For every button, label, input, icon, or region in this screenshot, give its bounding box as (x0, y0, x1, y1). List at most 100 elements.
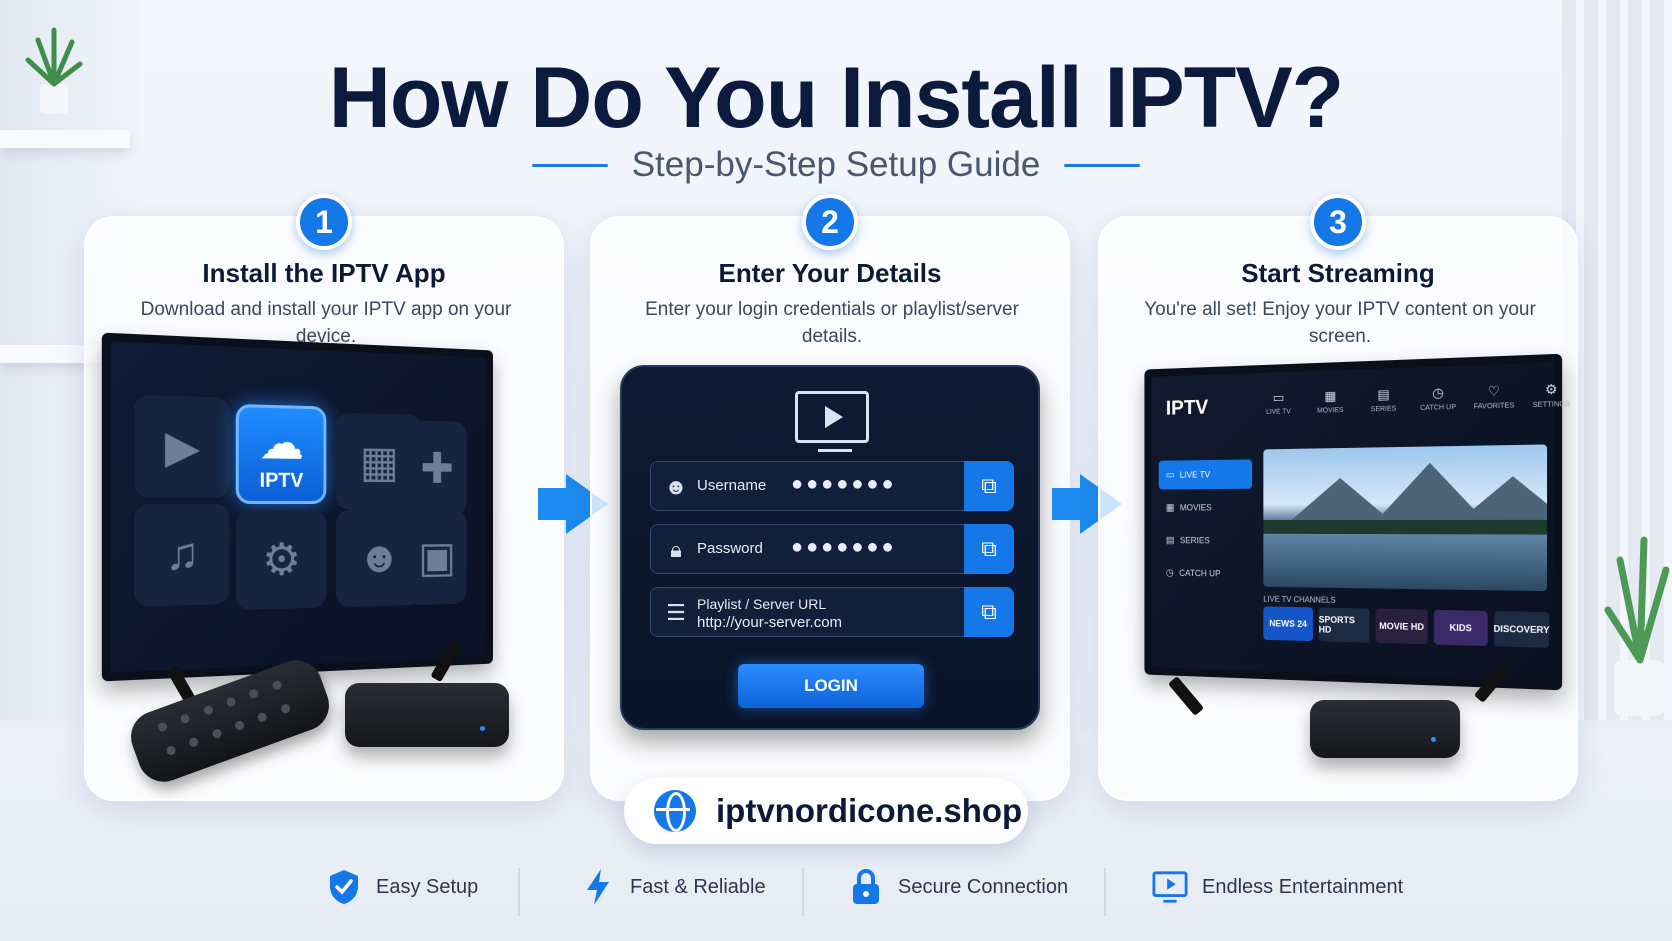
user-icon: ☻ (664, 474, 688, 499)
feature-label: Fast & Reliable (630, 875, 766, 898)
streaming-box (345, 683, 509, 747)
login-button[interactable]: LOGIN (738, 664, 924, 708)
step-description: Download and install your IPTV app on yo… (140, 299, 512, 347)
website-url: iptvnordicone.shop (716, 792, 1023, 829)
tv-streaming-screen: IPTV ▭LIVE TV ▦MOVIES ▤SERIES ◷CATCH UP … (1144, 353, 1570, 691)
step-description: Enter your login credentials or playlist… (645, 299, 1019, 347)
film-icon: ▦ (1324, 388, 1337, 404)
step-number-badge: 1 (296, 194, 352, 250)
apps-grid-icon: ▣ (407, 509, 467, 606)
step-heading: Install the IPTV App (202, 258, 446, 288)
lock-icon (848, 868, 884, 906)
password-label: Password (697, 540, 763, 557)
channel-tile[interactable]: NEWS 24 (1263, 606, 1313, 642)
feature-secure-connection: Secure Connection (848, 868, 1068, 906)
copy-icon[interactable]: ⧉ (964, 587, 1014, 637)
feature-endless-entertainment: Endless Entertainment (1152, 868, 1403, 906)
login-panel: ☻ Username ●●●●●●● ⧉ 🔒︎ Password ●●●●●●●… (620, 365, 1040, 730)
copy-icon[interactable]: ⧉ (964, 524, 1014, 574)
feature-easy-setup: Easy Setup (326, 868, 478, 906)
globe-icon (654, 790, 696, 832)
clock-icon: ◷ (1432, 384, 1444, 401)
background-shelf (0, 130, 130, 148)
channel-tile[interactable]: KIDS (1433, 609, 1488, 647)
nav-item-series[interactable]: ▤SERIES (1370, 386, 1397, 414)
music-icon: ♫ (134, 503, 230, 607)
series-icon: ▤ (1165, 534, 1175, 546)
username-label: Username (697, 477, 767, 494)
film-icon: ▦ (1165, 502, 1175, 513)
step-number-badge: 2 (802, 194, 858, 250)
iptv-logo: IPTV (1165, 396, 1209, 420)
channels-label: LIVE TV CHANNELS (1263, 594, 1336, 605)
playlist-url-label: Playlist / Server URL (697, 596, 827, 612)
heart-icon: ♡ (1487, 383, 1501, 399)
plant-icon (25, 27, 83, 114)
side-item-catch-up[interactable]: ◷CATCH UP (1165, 567, 1221, 579)
feature-label: Easy Setup (376, 875, 479, 898)
username-field[interactable]: ☻ Username ●●●●●●● ⧉ (650, 461, 1014, 511)
playlist-url-value: http://your-server.com (697, 614, 843, 631)
clock-icon: ◷ (1165, 567, 1174, 579)
step-number-badge: 3 (1310, 194, 1366, 250)
settings-gear-icon: ⚙ (235, 509, 327, 611)
series-icon: ▤ (1377, 386, 1390, 403)
playlist-url-field[interactable]: ☰ Playlist / Server URL http://your-serv… (650, 587, 1014, 637)
subtitle-divider (531, 163, 608, 167)
background-curtain-right (1562, 0, 1672, 720)
feature-fast-reliable: Fast & Reliable (580, 868, 766, 906)
gamepad-icon: ✚ (407, 420, 467, 516)
nav-item-favorites[interactable]: ♡FAVORITES (1473, 383, 1515, 411)
username-value: ●●●●●●● (791, 473, 897, 495)
side-item-series[interactable]: ▤SERIES (1165, 534, 1210, 546)
monitor-play-icon (1152, 868, 1188, 906)
side-item-live-tv[interactable]: ▭LIVE TV (1158, 459, 1253, 490)
side-navigation: ▭LIVE TV ▦MOVIES ▤SERIES ◷CATCH UP (1158, 459, 1253, 592)
lightning-icon (580, 868, 616, 906)
gear-icon: ⚙ (1545, 381, 1558, 398)
play-icon: ▶ (134, 394, 230, 498)
password-value: ●●●●●●● (791, 536, 897, 558)
feature-divider (1104, 868, 1106, 916)
channel-tile[interactable]: SPORTS HD (1318, 607, 1370, 643)
iptv-app-tile[interactable]: ☁ IPTV (235, 403, 327, 505)
tv-screen: IPTV ▭LIVE TV ▦MOVIES ▤SERIES ◷CATCH UP … (1151, 362, 1570, 682)
feature-divider (518, 868, 520, 916)
streaming-box (1310, 700, 1460, 758)
nav-item-live-tv[interactable]: ▭LIVE TV (1266, 389, 1291, 416)
lock-icon: 🔒︎ (670, 537, 682, 562)
nav-item-movies[interactable]: ▦MOVIES (1317, 388, 1344, 415)
channel-list: NEWS 24 SPORTS HD MOVIE HD KIDS DISCOVER… (1263, 606, 1550, 648)
website-pill[interactable]: iptvnordicone.shop (624, 778, 1028, 844)
feature-label: Endless Entertainment (1202, 875, 1404, 898)
page-subtitle: Step-by-Step Setup Guide (631, 145, 1041, 184)
cloud-download-icon: ☁ (258, 415, 305, 469)
step-description: You're all set! Enjoy your IPTV content … (1144, 299, 1536, 347)
subtitle-row: Step-by-Step Setup Guide (0, 145, 1672, 185)
tv-icon: ▭ (1165, 469, 1175, 481)
monitor-play-icon (795, 391, 869, 452)
featured-landscape-image[interactable] (1263, 444, 1548, 592)
step-heading: Start Streaming (1241, 258, 1435, 288)
channel-tile[interactable]: MOVIE HD (1375, 608, 1428, 645)
step-heading: Enter Your Details (718, 258, 942, 288)
tv-screen: ▶ ☁ IPTV ▦ ✚ ♫ ⚙ ☻ ▣ (110, 341, 487, 673)
plant-icon (1604, 536, 1670, 716)
top-navigation: ▭LIVE TV ▦MOVIES ▤SERIES ◷CATCH UP ♡FAVO… (1260, 381, 1573, 416)
iptv-app-label: IPTV (259, 468, 304, 492)
copy-icon[interactable]: ⧉ (964, 461, 1014, 511)
feature-divider (802, 868, 804, 916)
shield-check-icon (326, 868, 362, 906)
page-title: How Do You Install IPTV? (328, 50, 1344, 146)
nav-item-catch-up[interactable]: ◷CATCH UP (1420, 384, 1457, 413)
tv-home-screen: ▶ ☁ IPTV ▦ ✚ ♫ ⚙ ☻ ▣ (101, 332, 494, 682)
side-item-movies[interactable]: ▦MOVIES (1165, 502, 1212, 513)
subtitle-divider (1064, 163, 1141, 167)
tv-icon: ▭ (1272, 389, 1285, 405)
password-field[interactable]: 🔒︎ Password ●●●●●●● ⧉ (650, 524, 1014, 574)
server-icon: ☰ (666, 600, 686, 625)
nav-item-settings[interactable]: ⚙SETTINGS (1532, 381, 1571, 410)
feature-label: Secure Connection (898, 875, 1069, 898)
channel-tile[interactable]: DISCOVERY (1494, 611, 1550, 648)
feature-bar: Easy Setup Fast & Reliable Secure Connec… (0, 868, 1672, 916)
